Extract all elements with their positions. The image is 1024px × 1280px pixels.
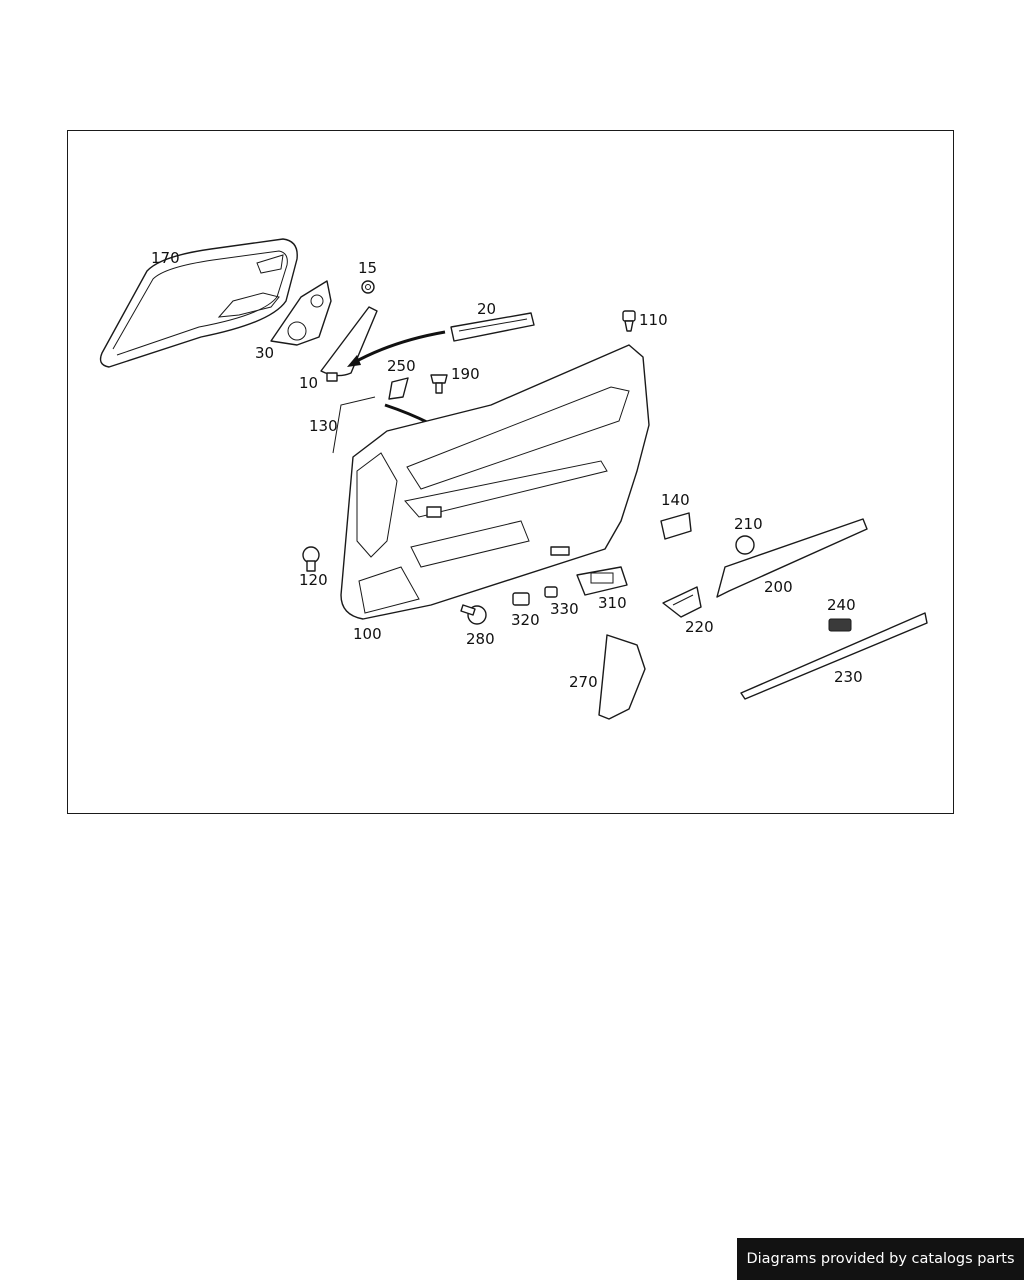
callout-130: 130: [309, 417, 338, 435]
callout-110: 110: [639, 311, 668, 329]
diagram-frame: 170 15 20 110 30 10 250 190 130 140 210 …: [67, 130, 954, 814]
part-100-door-panel: [340, 344, 650, 620]
part-220-handle-bezel: [662, 586, 702, 618]
callout-220: 220: [685, 618, 714, 636]
callout-200: 200: [764, 578, 793, 596]
part-20-badge: [450, 312, 535, 342]
callout-10: 10: [299, 374, 318, 392]
part-210-emblem: [735, 535, 755, 555]
footer-credit-text: Diagrams provided by catalogs parts: [746, 1251, 1015, 1267]
callout-230: 230: [834, 668, 863, 686]
part-320-bulb-holder: [512, 592, 530, 606]
arrow-20-to-10: [352, 330, 446, 365]
callout-190: 190: [451, 365, 480, 383]
callout-240: 240: [827, 596, 856, 614]
part-200-trim-strip: [716, 518, 868, 598]
part-110-clip: [622, 310, 636, 332]
part-140-cover: [660, 512, 692, 540]
part-230-trim-strip: [740, 612, 928, 700]
callout-270: 270: [569, 673, 598, 691]
callout-20: 20: [477, 300, 496, 318]
part-270-pad-panel: [598, 634, 646, 720]
callout-250: 250: [387, 357, 416, 375]
part-30-tweeter-housing: [270, 280, 332, 346]
callout-170: 170: [151, 249, 180, 267]
callout-280: 280: [466, 630, 495, 648]
part-250-pad: [388, 377, 409, 400]
footer-credit-badge: Diagrams provided by catalogs parts: [737, 1238, 1024, 1280]
callout-30: 30: [255, 344, 274, 362]
exploded-parts-diagram: 170 15 20 110 30 10 250 190 130 140 210 …: [99, 238, 928, 720]
callout-140: 140: [661, 491, 690, 509]
part-170-trim-frame: [99, 238, 298, 368]
callout-320: 320: [511, 611, 540, 629]
callout-210: 210: [734, 515, 763, 533]
part-240-clip: [828, 618, 852, 632]
callout-330: 330: [550, 600, 579, 618]
part-130-rod: [332, 396, 376, 454]
part-120-screw: [302, 546, 320, 572]
callout-15: 15: [358, 259, 377, 277]
part-330-bulb: [544, 586, 558, 598]
part-280-screw: [460, 604, 487, 625]
part-310-switch-unit: [576, 566, 628, 596]
callout-310: 310: [598, 594, 627, 612]
callout-120: 120: [299, 571, 328, 589]
part-15-grommet: [361, 280, 375, 294]
part-190-push-clip: [430, 374, 448, 394]
callout-100: 100: [353, 625, 382, 643]
part-10-triangle-trim: [320, 306, 378, 382]
